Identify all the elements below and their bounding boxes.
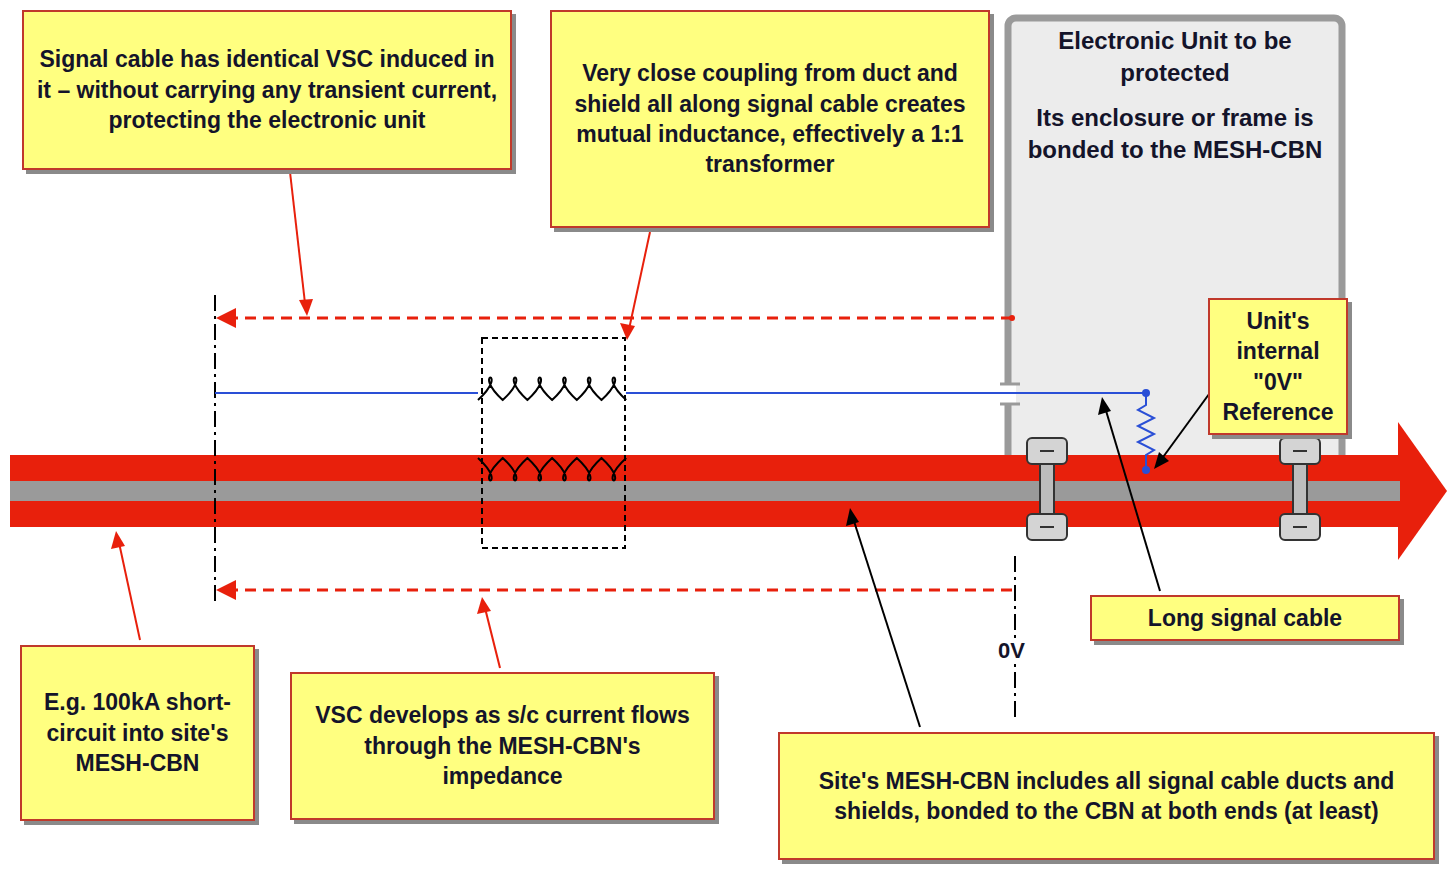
leader-line	[118, 538, 140, 640]
arrowhead	[216, 580, 236, 600]
callout-box: Long signal cable	[1090, 595, 1400, 641]
short-circuit-band	[10, 455, 1402, 527]
signal-cable	[215, 392, 478, 394]
leader-line	[290, 172, 306, 312]
callout-box: Very close coupling from duct and shield…	[550, 10, 990, 228]
node-heading: Signal cable has identical VSC induced i…	[34, 44, 500, 135]
arrowhead	[216, 308, 236, 328]
electronic-unit: Electronic Unit to be protectedIts enclo…	[1005, 15, 1345, 455]
leader-line	[484, 604, 500, 668]
bolt-part	[1040, 526, 1054, 528]
node-heading: Electronic Unit to be protected	[1019, 25, 1331, 88]
bolt-part	[1280, 438, 1320, 464]
transformer-outline	[482, 338, 625, 548]
bolt-part	[1280, 514, 1320, 540]
node-body: Its enclosure or frame is bonded to the …	[1019, 102, 1331, 165]
gap-cap	[1000, 403, 1020, 406]
voltage-arrow	[230, 317, 1012, 320]
voltage-label: 0V	[995, 638, 1028, 664]
leader-line	[1158, 390, 1212, 464]
node-heading: Long signal cable	[1102, 603, 1388, 633]
bolt-part	[1293, 526, 1307, 528]
bolt-part	[1040, 464, 1054, 516]
reference-line	[214, 295, 216, 605]
callout-box: Unit's internal "0V" Reference	[1208, 298, 1348, 435]
arrowhead	[1154, 452, 1169, 469]
node-heading: E.g. 100kA short-circuit into site's MES…	[32, 687, 243, 778]
arrowhead	[1098, 397, 1111, 415]
node-heading: Very close coupling from duct and shield…	[562, 58, 978, 179]
reference-line	[1014, 556, 1016, 718]
node-heading: VSC develops as s/c current flows throug…	[302, 700, 703, 791]
bolt-part	[1027, 438, 1067, 464]
coil-winding	[478, 458, 626, 481]
coil-winding	[478, 378, 626, 401]
callout-box: VSC develops as s/c current flows throug…	[290, 672, 715, 820]
arrowhead	[846, 508, 859, 526]
arrowhead	[620, 323, 635, 340]
node-heading: Unit's internal "0V" Reference	[1220, 306, 1336, 427]
leader-line	[852, 515, 920, 727]
arrow-end	[1009, 315, 1015, 321]
resistor-symbol	[1138, 393, 1154, 470]
callout-box: Site's MESH-CBN includes all signal cabl…	[778, 732, 1435, 860]
callout-box: Signal cable has identical VSC induced i…	[22, 10, 512, 170]
gap-cap	[1000, 383, 1020, 386]
leader-line	[628, 232, 650, 334]
signal-cable	[626, 392, 1146, 394]
arrowhead	[299, 299, 313, 316]
bolt-part	[1027, 514, 1067, 540]
junction-dot	[1142, 466, 1150, 474]
band-arrowhead	[1398, 422, 1447, 560]
bolt-group	[1027, 438, 1320, 540]
arrowhead	[477, 597, 491, 614]
junction-dot	[1142, 389, 1150, 397]
leader-line	[1104, 404, 1160, 591]
bolt-part	[1293, 450, 1307, 452]
mesh-cbn-conductor	[10, 481, 1400, 501]
voltage-arrow	[230, 589, 1012, 592]
bolt-part	[1040, 450, 1054, 452]
node-heading: Site's MESH-CBN includes all signal cabl…	[790, 766, 1423, 827]
arrowhead	[111, 531, 125, 549]
callout-box: E.g. 100kA short-circuit into site's MES…	[20, 645, 255, 821]
bolt-part	[1293, 464, 1307, 516]
